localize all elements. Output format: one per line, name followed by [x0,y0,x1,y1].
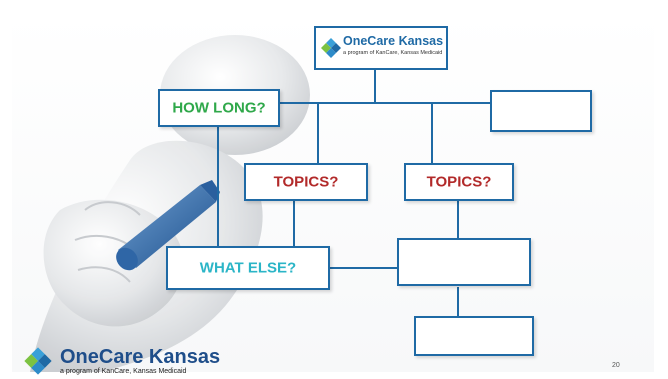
topics-right-box: TOPICS? [404,163,514,201]
connector-lines [217,69,490,317]
topics-right-label: TOPICS? [426,173,492,191]
marker-pen [116,180,220,271]
how-long-label: HOW LONG? [172,99,266,117]
footer-logo-tagline: a program of KanCare, Kansas Medicaid [60,368,187,375]
empty-box-middle-right [397,238,531,286]
empty-box-bottom-right [414,316,534,356]
top-logo-tagline: a program of KanCare, Kansas Medicaid [343,50,443,56]
top-logo-name: OneCare Kansas [343,34,444,48]
how-long-box: HOW LONG? [158,89,280,127]
what-else-label: WHAT ELSE? [199,259,297,277]
footer-logo-name: OneCare Kansas [60,346,221,368]
topics-left-label: TOPICS? [273,173,339,191]
empty-box-top-right [490,90,592,132]
top-logo-box: OneCare Kansas a program of KanCare, Kan… [314,26,448,70]
bottom-logo: OneCare Kansas a program of KanCare, Kan… [22,346,232,376]
hand-figure [30,35,310,372]
what-else-box: WHAT ELSE? [166,246,330,290]
onecare-logo-icon [321,38,341,58]
slide-number: 20 [612,362,620,369]
onecare-footer-logo-icon [24,347,52,375]
topics-left-box: TOPICS? [244,163,368,201]
